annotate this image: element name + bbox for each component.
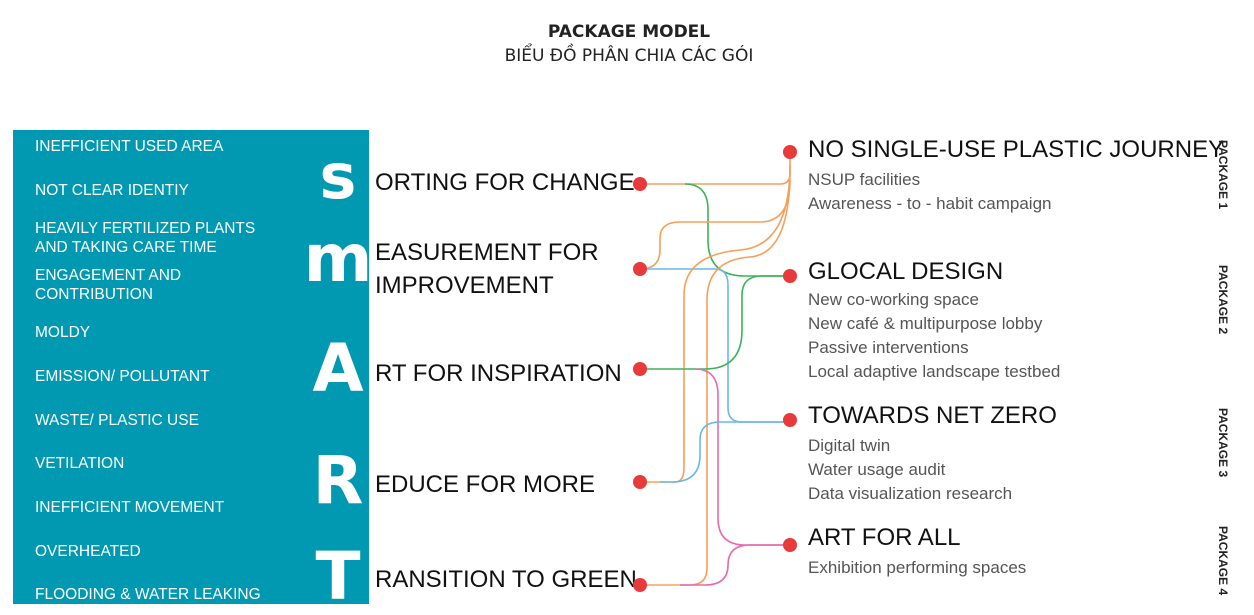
node-dot xyxy=(633,362,647,376)
package-label: PACKAGE 4 xyxy=(1216,526,1230,596)
smart-transition: RANSITION TO GREEN xyxy=(375,566,637,593)
subtitle: BIỂU ĐỒ PHÂN CHIA CÁC GÓI xyxy=(504,46,754,66)
package-item: Awareness - to - habit campaign xyxy=(808,194,1052,213)
letter-r: R xyxy=(312,442,364,519)
issue-item: OVERHEATED xyxy=(35,543,141,560)
node-dot xyxy=(783,145,797,159)
letter-a: A xyxy=(312,330,364,407)
package-1: NO SINGLE-USE PLASTIC JOURNEY NSUP facil… xyxy=(808,136,1224,216)
node-dot xyxy=(633,177,647,191)
smart-measurement: EASUREMENT FOR IMPROVEMENT xyxy=(375,239,599,299)
package-title: TOWARDS NET ZERO xyxy=(808,402,1057,429)
node-dot xyxy=(783,269,797,283)
node-dot xyxy=(783,413,797,427)
package-title: NO SINGLE-USE PLASTIC JOURNEY xyxy=(808,136,1225,163)
letter-m: m xyxy=(303,220,373,297)
smart-sorting: ORTING FOR CHANGE xyxy=(375,169,635,196)
node-dot xyxy=(633,262,647,276)
line-orange xyxy=(640,169,791,586)
package-item: NSUP facilities xyxy=(808,170,921,189)
issue-item: VETILATION xyxy=(35,455,125,472)
line-pink xyxy=(694,368,790,546)
package-item: Local adaptive landscape testbed xyxy=(808,362,1061,381)
package-item: Exhibition performing spaces xyxy=(808,558,1027,577)
package-2: GLOCAL DESIGN New co-working space New c… xyxy=(808,258,1060,384)
line-orange xyxy=(640,164,791,483)
smart-reduce: EDUCE FOR MORE xyxy=(375,471,596,498)
line-green xyxy=(684,183,790,277)
line-orange xyxy=(639,179,791,270)
line-orange xyxy=(640,152,791,185)
issue-item: NOT CLEAR IDENTIY xyxy=(35,182,189,199)
issue-item: EMISSION/ POLLUTANT xyxy=(35,368,210,385)
node-dot xyxy=(633,475,647,489)
letter-t: T xyxy=(315,538,361,615)
package-3: TOWARDS NET ZERO Digital twin Water usag… xyxy=(808,402,1057,506)
package-item: New co-working space xyxy=(808,290,980,309)
issue-item: FLOODING & WATER LEAKING xyxy=(35,586,261,603)
issues-panel: INEFFICIENT USED AREA NOT CLEAR IDENTIY … xyxy=(13,130,372,615)
letter-s: S xyxy=(319,140,357,213)
issue-item: ENGAGEMENT AND CONTRIBUTION xyxy=(35,267,182,303)
diagram-title: PACKAGE MODEL BIỂU ĐỒ PHÂN CHIA CÁC GÓI xyxy=(0,22,1254,66)
package-item: Data visualization research xyxy=(808,484,1013,503)
issue-item: MOLDY xyxy=(35,324,91,341)
package-label: PACKAGE 2 xyxy=(1216,265,1230,335)
title: PACKAGE MODEL xyxy=(547,22,711,42)
package-item: Passive interventions xyxy=(808,338,969,357)
package-item: Digital twin xyxy=(808,436,891,455)
line-blue xyxy=(660,421,790,483)
package-4: ART FOR ALL Exhibition performing spaces xyxy=(808,524,1026,580)
package-label: PACKAGE 1 xyxy=(1216,140,1230,210)
issue-item: INEFFICIENT MOVEMENT xyxy=(35,499,225,516)
issue-item: INEFFICIENT USED AREA xyxy=(35,138,224,155)
package-item: Water usage audit xyxy=(808,460,946,479)
node-dot xyxy=(633,578,647,592)
line-blue xyxy=(640,268,790,423)
package-title: GLOCAL DESIGN xyxy=(808,258,1004,285)
issue-item: HEAVILY FERTILIZED PLANTS AND TAKING CAR… xyxy=(35,220,256,256)
issue-item: WASTE/ PLASTIC USE xyxy=(35,412,199,429)
package-title: ART FOR ALL xyxy=(808,524,961,551)
package-label: PACKAGE 3 xyxy=(1216,408,1230,478)
line-pink xyxy=(680,544,790,586)
smart-art: RT FOR INSPIRATION xyxy=(375,360,622,387)
line-green xyxy=(640,275,790,370)
package-item: New café & multipurpose lobby xyxy=(808,314,1043,333)
node-dot xyxy=(783,538,797,552)
